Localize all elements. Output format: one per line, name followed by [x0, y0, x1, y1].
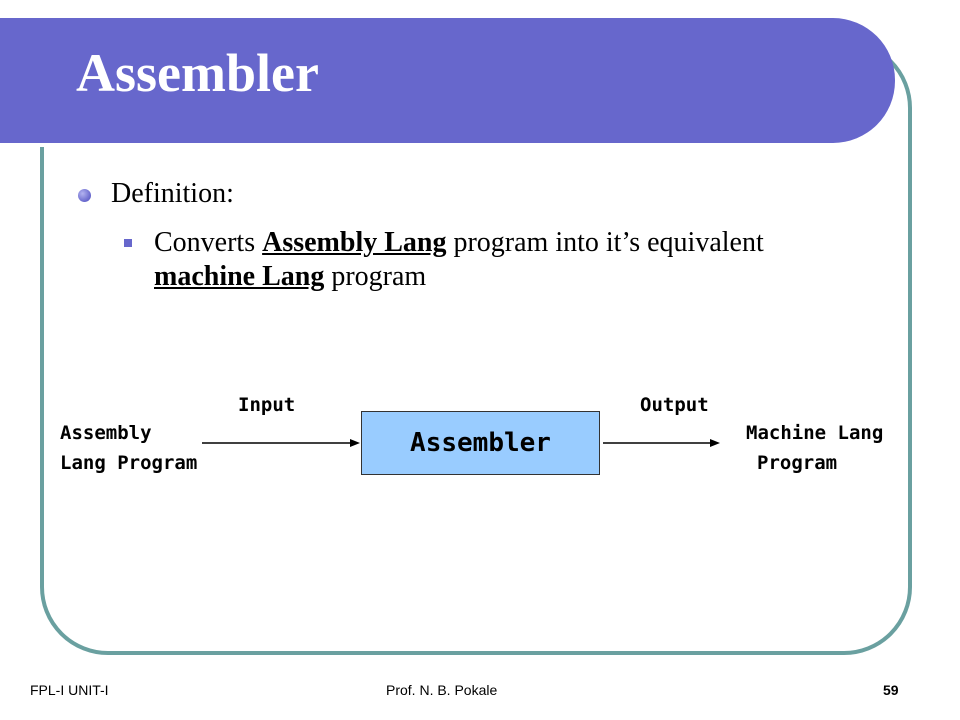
output-arrowhead — [710, 439, 720, 447]
title-underline-rule — [0, 143, 848, 147]
input-arrowhead — [350, 439, 360, 447]
target-label-line1: Machine Lang — [746, 422, 884, 444]
source-label-line2: Lang Program — [60, 452, 198, 474]
sub-bullet-middle: program into it’s equivalent — [446, 227, 764, 258]
input-label: Input — [238, 394, 296, 416]
sub-bullet-after: program — [324, 261, 427, 292]
source-label-line1: Assembly — [60, 422, 152, 444]
round-bullet-icon — [78, 189, 91, 202]
bullet-text: Definition: — [111, 178, 234, 209]
term-assembly-lang: Assembly Lang — [262, 227, 447, 258]
page-number: 59 — [883, 682, 899, 698]
sub-bullet-converts: Converts Assembly Lang program into it’s… — [124, 226, 864, 294]
bullet-definition: Definition: — [78, 176, 234, 212]
title-band — [0, 18, 895, 147]
footer-course: FPL-I UNIT-I — [30, 682, 109, 698]
target-label-line2: Program — [757, 452, 838, 474]
assembler-box-label: Assembler — [410, 428, 551, 458]
term-machine-lang: machine Lang — [154, 261, 325, 292]
slide-title: Assembler — [76, 43, 319, 103]
sub-bullet-text: Converts Assembly Lang program into it’s… — [154, 226, 864, 294]
square-bullet-icon — [124, 239, 132, 247]
footer-author: Prof. N. B. Pokale — [386, 682, 498, 698]
output-label: Output — [640, 394, 709, 416]
sub-bullet-before: Converts — [154, 227, 263, 258]
assembler-box: Assembler — [361, 411, 600, 475]
